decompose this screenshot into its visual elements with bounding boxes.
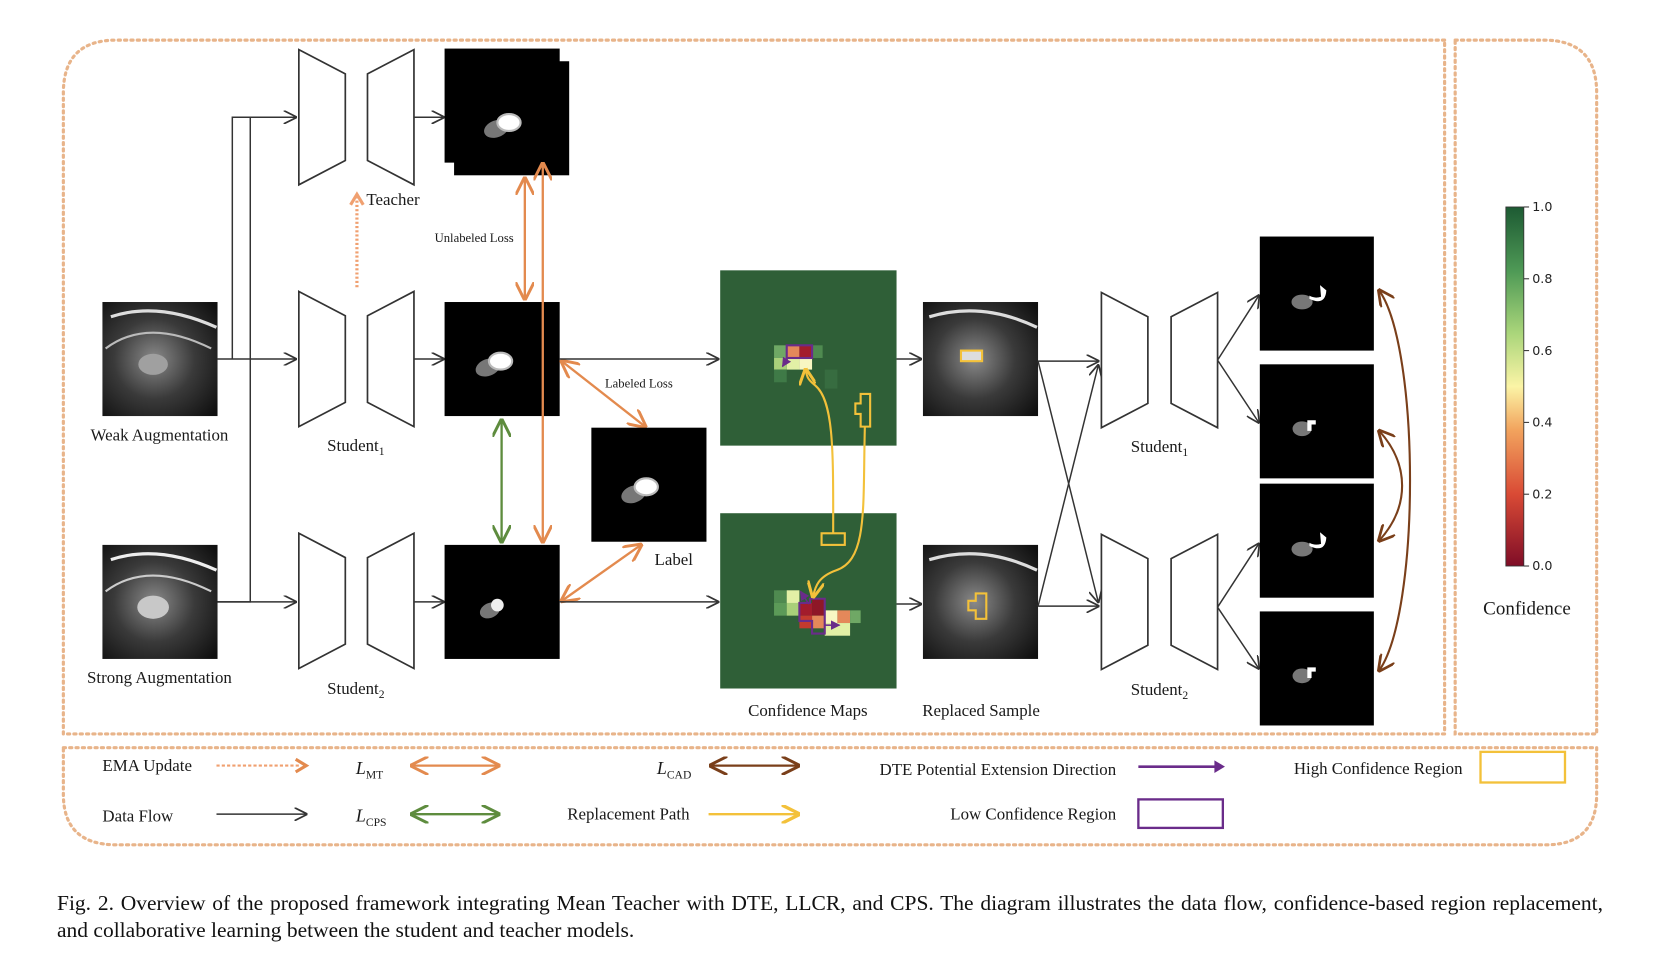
colorbar-title: Confidence [1483, 599, 1571, 620]
legend-low-conf-swatch [1137, 798, 1225, 830]
output-prediction [1259, 483, 1374, 598]
cad-loss-arrow-inner [1379, 431, 1404, 541]
legend-high-conf-label: High Confidence Region [1294, 759, 1463, 778]
teacher-decoder [366, 48, 415, 187]
output-prediction [1259, 611, 1374, 726]
weak-augmentation-image [102, 302, 218, 417]
legend-replacement-label: Replacement Path [567, 804, 690, 823]
legend-low-conf-label: Low Confidence Region [950, 804, 1116, 823]
unlabeled-loss-label: Unlabeled Loss [435, 231, 514, 245]
replaced-sample-label: Replaced Sample [922, 701, 1040, 720]
teacher-prediction [444, 48, 560, 163]
weak-augmentation-label: Weak Augmentation [91, 425, 229, 444]
teacher-encoder [298, 48, 347, 187]
student2-right-label: Student2 [1131, 680, 1189, 702]
strong-augmentation-label: Strong Augmentation [87, 668, 232, 687]
student1-right-decoder [1170, 291, 1219, 430]
colorbar-tick-label: 0.6 [1532, 343, 1552, 358]
colorbar-tick-label: 0.2 [1532, 486, 1552, 501]
labeled-loss-arrow-student1 [562, 361, 645, 426]
student1-label: Student1 [327, 436, 385, 458]
legend-lmt-label: LMT [355, 758, 383, 781]
confidence-map-student1 [720, 270, 897, 446]
cad-loss-arrow-outer [1379, 290, 1412, 670]
replacement-path-arrow-up [806, 370, 835, 534]
high-confidence-region-box [854, 392, 872, 428]
colorbar-ticks: 1.0 0.8 0.6 0.4 0.2 0.0 [1523, 199, 1552, 573]
output-prediction [1259, 364, 1374, 479]
legend-panel-frame [61, 746, 1599, 847]
colorbar-tick-label: 0.8 [1532, 271, 1552, 286]
colorbar-tick-label: 0.0 [1532, 558, 1552, 573]
data-flow-replaced2-to-student1 [1037, 365, 1098, 607]
student1-encoder [298, 290, 347, 429]
figure-caption: Fig. 2. Overview of the proposed framewo… [57, 891, 1603, 942]
student2-decoder [366, 531, 415, 670]
colorbar-tick-label: 0.4 [1532, 415, 1552, 430]
legend-dte-label: DTE Potential Extension Direction [880, 760, 1117, 779]
main-panel-frame [61, 38, 1447, 736]
student2-encoder [298, 531, 347, 670]
output-prediction [1259, 236, 1374, 351]
colorbar-panel-frame [1453, 38, 1599, 736]
student2-right-decoder [1170, 532, 1219, 671]
student1-right-encoder [1100, 291, 1149, 430]
labeled-loss-arrow-student2 [562, 545, 641, 601]
teacher-label: Teacher [366, 190, 420, 209]
replaced-sample-1 [922, 302, 1039, 417]
confidence-maps-label: Confidence Maps [748, 701, 868, 720]
legend-ema-label: EMA Update [102, 756, 192, 775]
student2-label: Student2 [327, 679, 385, 701]
labeled-loss-label: Labeled Loss [605, 377, 673, 391]
strong-augmentation-image [102, 544, 218, 659]
student2-right-encoder [1100, 532, 1149, 671]
student1-right-label: Student1 [1131, 437, 1189, 459]
data-flow-weak-to-teacher [231, 117, 295, 360]
replaced-sample-2 [922, 544, 1039, 659]
replacement-path-arrow-down [813, 426, 866, 597]
confidence-map-student2 [720, 513, 897, 689]
data-flow-replaced1-to-student2 [1037, 360, 1098, 602]
colorbar-tick-label: 1.0 [1532, 199, 1552, 214]
low-confidence-region-box [798, 597, 826, 635]
low-confidence-region-box [785, 344, 814, 360]
legend-lcps-label: LCPS [355, 806, 387, 829]
legend-data-flow-label: Data Flow [102, 807, 174, 826]
label-caption: Label [655, 550, 694, 569]
student1-decoder [366, 290, 415, 429]
legend-high-conf-swatch [1479, 750, 1567, 784]
confidence-colorbar [1505, 206, 1525, 567]
legend-lcad-label: LCAD [656, 758, 692, 781]
